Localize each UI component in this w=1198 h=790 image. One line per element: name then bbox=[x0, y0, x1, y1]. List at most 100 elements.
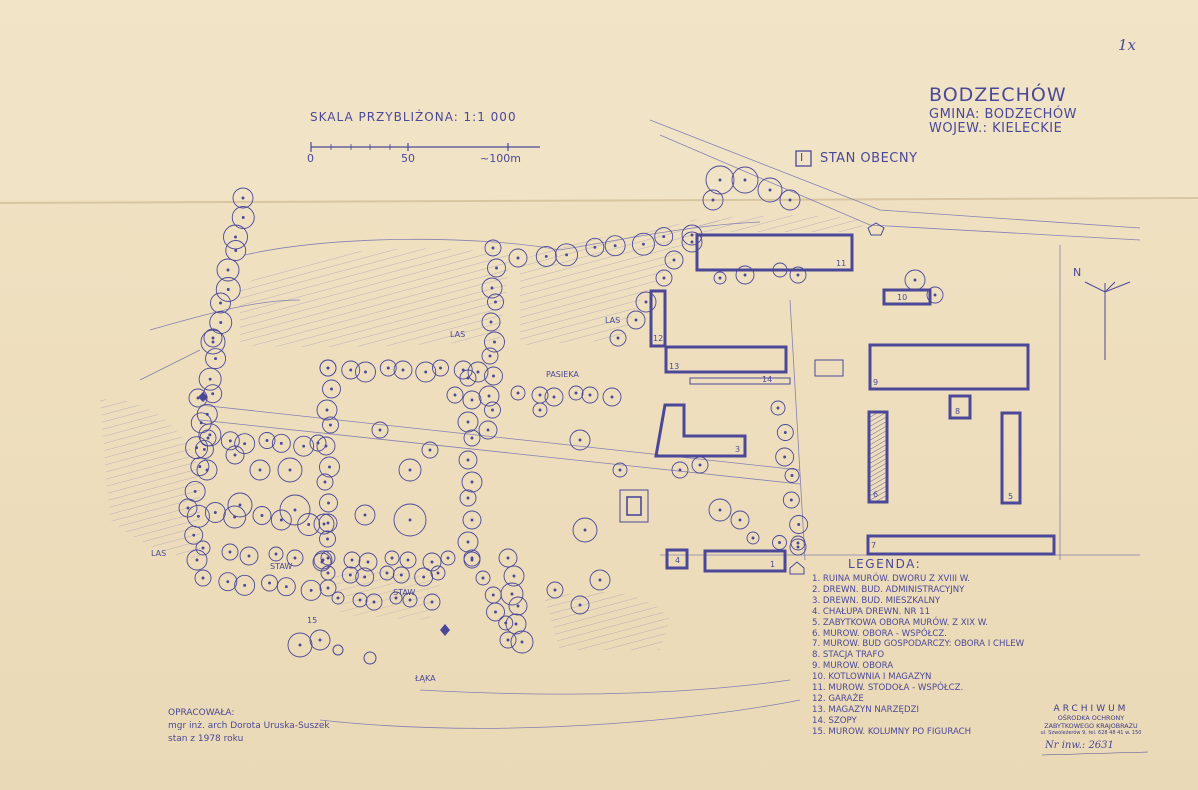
tree-trunk bbox=[408, 468, 412, 472]
tree-trunk bbox=[783, 431, 787, 434]
tree-canopy bbox=[287, 632, 313, 658]
tree-trunk bbox=[430, 600, 434, 604]
tree-canopy bbox=[459, 489, 477, 507]
north-arrow bbox=[1084, 281, 1131, 360]
label-las-mid: LAS bbox=[605, 316, 621, 325]
tree-canopy bbox=[572, 517, 598, 543]
tree-trunk bbox=[933, 293, 937, 297]
tree-canopy bbox=[225, 445, 245, 465]
tree-canopy bbox=[654, 227, 674, 247]
tree-trunk bbox=[466, 376, 470, 380]
tree-trunk bbox=[514, 622, 518, 626]
tree-trunk bbox=[574, 391, 578, 395]
building-5 bbox=[1000, 411, 1022, 505]
sheet-number: 1x bbox=[1118, 36, 1137, 54]
tree-canopy bbox=[782, 491, 800, 509]
tree-canopy bbox=[184, 525, 204, 545]
bldg-num-7: 7 bbox=[871, 541, 877, 550]
tree-trunk bbox=[618, 468, 622, 472]
tree-canopy bbox=[341, 360, 361, 380]
tree-canopy bbox=[635, 291, 657, 313]
tree-trunk bbox=[470, 398, 474, 402]
tree-canopy bbox=[279, 494, 311, 526]
tree-canopy bbox=[318, 513, 338, 533]
tree-trunk bbox=[776, 406, 780, 410]
tree-trunk bbox=[238, 503, 242, 507]
tree-canopy bbox=[286, 549, 304, 567]
tree-trunk bbox=[510, 592, 514, 596]
tree-canopy bbox=[216, 258, 240, 282]
tree-trunk bbox=[494, 610, 497, 614]
bldg-num-4: 4 bbox=[675, 556, 681, 565]
building-12 bbox=[649, 289, 667, 348]
tree-trunk bbox=[328, 465, 331, 469]
bldg-num-11: 11 bbox=[836, 259, 847, 268]
stamp-line-4: ul. Szwoleżerów 9, tel. 628 48 41 w. 150 bbox=[1040, 730, 1142, 736]
tree-trunk bbox=[751, 536, 755, 540]
tree-trunk bbox=[488, 354, 492, 358]
tree-trunk bbox=[743, 178, 747, 182]
building-2 bbox=[703, 549, 787, 573]
tree-canopy bbox=[702, 189, 724, 211]
tree-trunk bbox=[214, 357, 218, 361]
bldg-num-13: 13 bbox=[669, 362, 680, 371]
map-title: BODZECHÓW bbox=[929, 84, 1067, 106]
buildings bbox=[649, 233, 1056, 573]
tree-canopy bbox=[484, 331, 505, 353]
legend-item: 15. MUROW. KOLUMNY PO FIGURACH bbox=[812, 726, 972, 737]
tree-trunk bbox=[293, 556, 297, 560]
tree-canopy bbox=[300, 579, 322, 601]
building-13 bbox=[664, 345, 788, 374]
tree-trunk bbox=[470, 518, 474, 522]
tree-canopy bbox=[478, 420, 498, 440]
author-line-2: mgr inż. arch Dorota Uruska-Suszek bbox=[168, 721, 330, 731]
tree-trunk bbox=[288, 468, 292, 472]
label-staw-1: STAW bbox=[270, 562, 293, 571]
tree-canopy bbox=[261, 574, 278, 592]
tree-trunk bbox=[690, 240, 694, 244]
tree-canopy bbox=[392, 566, 410, 584]
tree-trunk bbox=[211, 340, 215, 344]
tree-canopy bbox=[277, 457, 303, 483]
tree-trunk bbox=[325, 408, 329, 412]
tree-trunk bbox=[516, 391, 520, 395]
tree-trunk bbox=[241, 216, 245, 219]
tree-canopy bbox=[178, 498, 198, 518]
archive-stamp: ARCHIWUM OŚRODKA OCHRONY ZABYTKOWEGO KRA… bbox=[1026, 704, 1156, 737]
legend-item: 12. GARAŻE bbox=[812, 693, 864, 704]
tree-canopy bbox=[746, 531, 760, 545]
stamp-line-2: OŚRODKA OCHRONY bbox=[1057, 714, 1125, 722]
tree-canopy bbox=[231, 206, 255, 229]
tree-trunk bbox=[193, 489, 197, 493]
tree-canopy bbox=[602, 387, 622, 407]
tree-trunk bbox=[788, 198, 792, 202]
tree-canopy bbox=[589, 569, 611, 591]
tree-canopy bbox=[190, 457, 210, 477]
tree-canopy bbox=[422, 552, 442, 572]
tree-trunk bbox=[641, 242, 645, 246]
tree-trunk bbox=[326, 571, 330, 575]
marker-symbols bbox=[198, 392, 450, 636]
tree-trunk bbox=[461, 368, 465, 372]
tree-trunk bbox=[302, 444, 306, 448]
scale-tick-100: ~100m bbox=[480, 152, 521, 165]
tree-canopy bbox=[221, 543, 239, 561]
tree-trunk bbox=[520, 640, 524, 644]
tree-trunk bbox=[430, 560, 434, 564]
tree-canopy bbox=[775, 447, 795, 467]
tree-trunk bbox=[783, 455, 787, 459]
tree-canopy bbox=[546, 581, 564, 599]
tree-trunk bbox=[778, 541, 781, 544]
tree-trunk bbox=[470, 480, 474, 484]
tree-trunk bbox=[228, 550, 232, 554]
tree-canopy bbox=[203, 328, 223, 348]
tree-canopy bbox=[365, 593, 383, 611]
tree-canopy bbox=[681, 231, 703, 253]
building-11 bbox=[695, 233, 854, 272]
gmina-label: GMINA: BODZECHÓW bbox=[929, 107, 1078, 122]
tree-trunk bbox=[390, 556, 394, 560]
tree-trunk bbox=[348, 573, 352, 577]
tree-canopy bbox=[252, 506, 272, 525]
tree-canopy bbox=[234, 433, 256, 455]
tree-canopy bbox=[486, 602, 505, 622]
